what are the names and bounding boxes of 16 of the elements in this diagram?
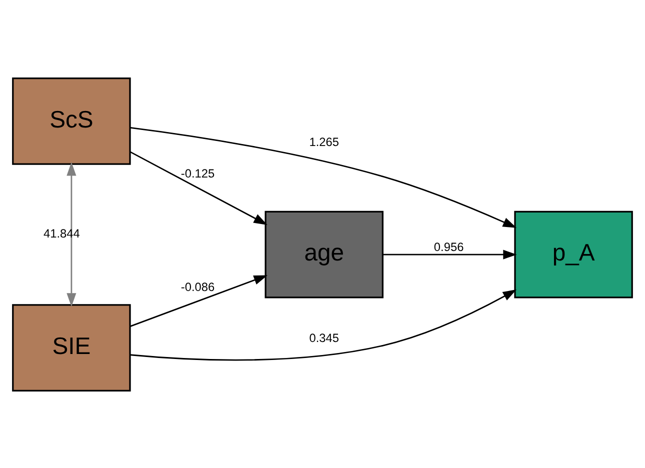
edge-label: 41.844 [43,226,80,240]
edge-label: -0.125 [180,166,215,180]
edge-label: 0.956 [434,240,464,254]
arrow [66,162,76,306]
edge-label: -0.086 [180,280,215,294]
arrow [130,126,517,228]
arrow [130,274,268,326]
edge-label: 1.265 [309,134,340,148]
node-box: ScS [12,77,131,164]
node-box: p_A [514,210,633,298]
arrow [130,289,517,360]
node-box: SIE [12,304,131,391]
edge-label: 0.345 [309,330,340,345]
node-box: age [264,210,384,298]
arrow [382,249,517,259]
arrow [130,150,268,224]
